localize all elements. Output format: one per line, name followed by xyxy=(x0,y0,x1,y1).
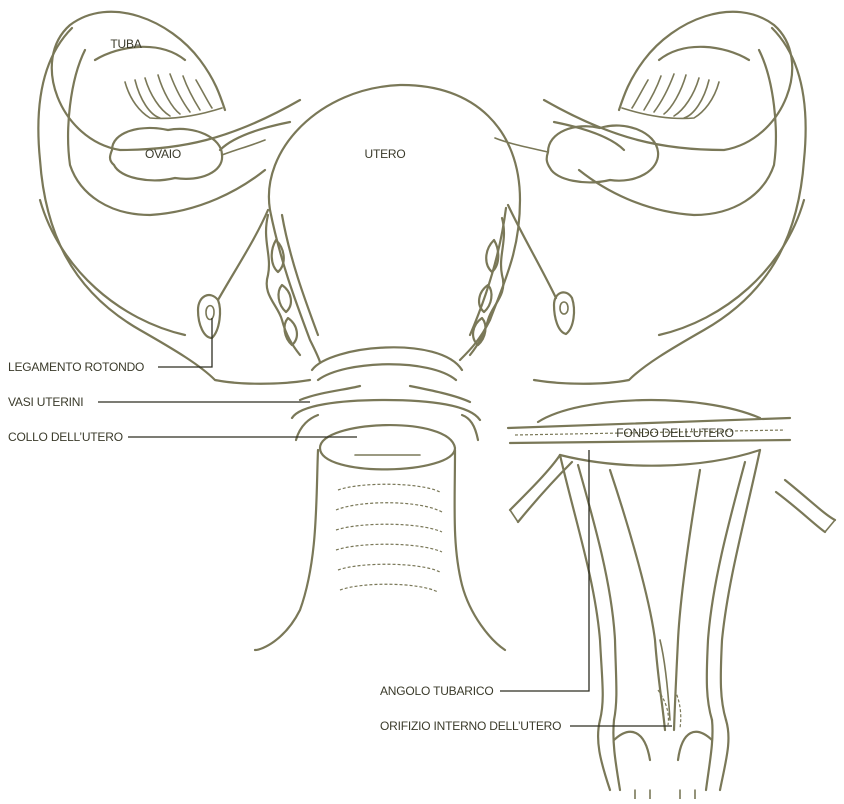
left-round-ligament xyxy=(198,210,268,338)
cervix xyxy=(292,347,480,469)
uterus-cross-section xyxy=(508,400,835,799)
label-utero: UTERO xyxy=(364,147,405,161)
label-vasi-uterini: VASI UTERINI xyxy=(8,395,83,409)
leader-angolo-tubarico xyxy=(500,450,589,691)
vagina xyxy=(255,450,505,650)
right-ovary xyxy=(495,125,658,182)
uterus-body xyxy=(266,85,520,362)
label-angolo-tubarico: ANGOLO TUBARICO xyxy=(380,684,493,698)
label-collo-utero: COLLO DELL’UTERO xyxy=(8,430,123,444)
label-tuba: TUBA xyxy=(110,37,141,51)
label-legamento-rotondo: LEGAMENTO ROTONDO xyxy=(8,360,144,374)
leader-legamento-rotondo xyxy=(158,318,212,367)
right-fallopian-tube xyxy=(534,12,806,384)
label-fondo-utero: FONDO DELL’UTERO xyxy=(616,426,734,440)
label-orifizio-interno: ORIFIZIO INTERNO DELL’UTERO xyxy=(380,719,561,733)
label-ovaio: OVAIO xyxy=(145,147,181,161)
